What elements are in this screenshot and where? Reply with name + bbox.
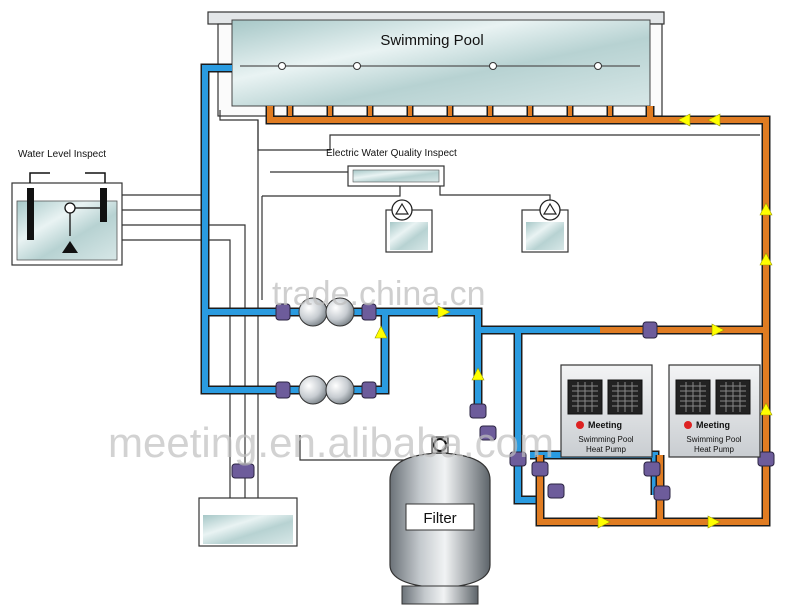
heat-pump-brand: Meeting [696, 420, 730, 430]
sand-filter: Filter [389, 436, 491, 605]
valves [231, 303, 775, 501]
water-level-inspect: Water Level Inspect [11, 149, 123, 266]
balance-tank [198, 497, 298, 547]
heat-pump-1: Meeting Swimming Pool Heat Pump [560, 364, 653, 458]
pool-label: Swimming Pool [380, 32, 483, 49]
water-quality-inspect: Electric Water Quality Inspect [326, 148, 569, 253]
watermark-trade: trade.china.cn [272, 275, 486, 313]
flow-arrows [374, 113, 773, 529]
swimming-pool: Swimming Pool [207, 11, 665, 117]
heat-pump-line2: Heat Pump [694, 445, 735, 454]
circulation-pumps [298, 297, 355, 405]
heat-pump-line1: Swimming Pool [686, 435, 741, 444]
signal-lines [122, 110, 760, 500]
heat-pump-2: Meeting Swimming Pool Heat Pump [668, 364, 761, 458]
quality-inspect-label: Electric Water Quality Inspect [326, 148, 457, 159]
meeting-logo-icon [576, 421, 584, 429]
heat-pump-line1: Swimming Pool [578, 435, 633, 444]
level-inspect-label: Water Level Inspect [18, 149, 106, 160]
watermark-alibaba: meeting.en.alibaba.com [108, 419, 554, 466]
filter-label: Filter [423, 510, 456, 527]
heat-pump-line2: Heat Pump [586, 445, 627, 454]
meeting-logo-icon [684, 421, 692, 429]
heat-pump-brand: Meeting [588, 420, 622, 430]
